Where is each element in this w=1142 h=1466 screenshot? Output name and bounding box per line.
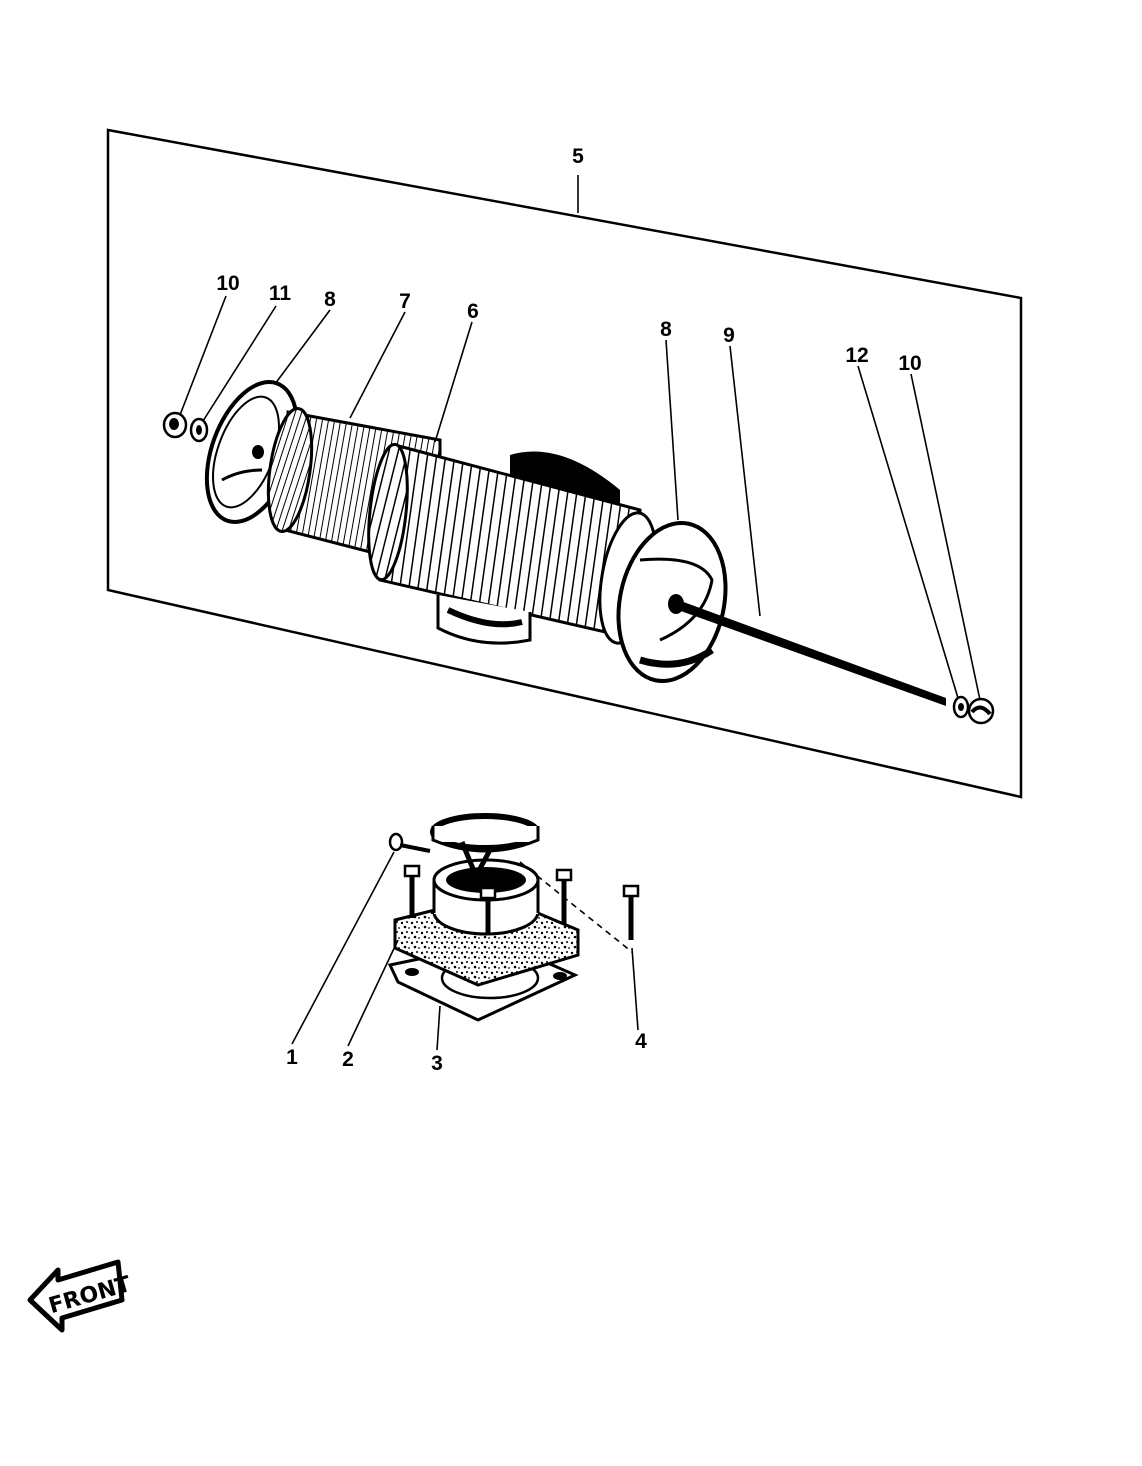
through-rod	[678, 600, 946, 706]
cap-nut-right	[967, 697, 995, 725]
washer-right	[952, 695, 970, 719]
callout-labels: 5 10 11 8 7 6 8 9 12 10 1 2 3 4	[216, 145, 921, 1075]
leader-lines-upper	[179, 295, 981, 701]
alignment-dashed-line	[519, 861, 633, 953]
washer-left	[189, 417, 209, 443]
front-arrow: FRONT	[27, 1259, 134, 1333]
callout-7: 7	[399, 290, 411, 313]
callout-6: 6	[467, 300, 479, 323]
callout-12: 12	[845, 344, 868, 367]
callout-11: 11	[269, 282, 292, 305]
loose-bolt	[622, 884, 640, 940]
air-filter-assembly	[162, 380, 995, 725]
callout-9: 9	[723, 324, 735, 347]
callout-10-right: 10	[898, 352, 921, 375]
assembly-frame	[106, 128, 1023, 799]
clamp-screw	[388, 832, 431, 853]
callout-4: 4	[635, 1030, 647, 1053]
callout-2: 2	[342, 1048, 354, 1071]
flange-bolts	[403, 864, 573, 935]
mounting-base	[387, 813, 640, 1022]
cap-nut-left	[162, 411, 188, 439]
callout-5: 5	[572, 145, 584, 168]
callout-10-left: 10	[216, 272, 239, 295]
leader-lines-lower	[291, 851, 639, 1051]
callout-3: 3	[431, 1052, 443, 1075]
clamp-band	[430, 813, 540, 882]
callout-1: 1	[286, 1046, 298, 1069]
callout-8-right: 8	[660, 318, 672, 341]
callout-8-left: 8	[324, 288, 336, 311]
